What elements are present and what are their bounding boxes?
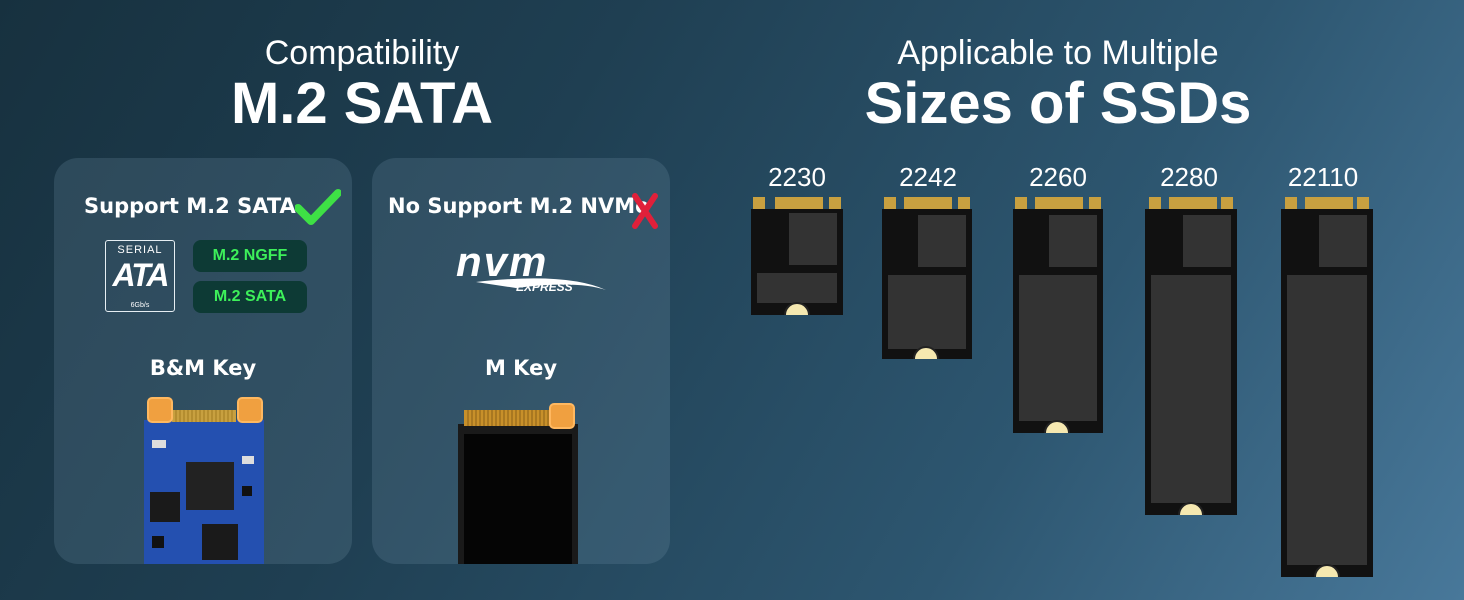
serial-ata-logo: SERIAL ATA 6Gb/s: [105, 240, 175, 312]
ssd-2280-image: [1145, 197, 1237, 516]
sata-badge: M.2 SATA: [193, 281, 307, 313]
ssd-2242-image: [882, 197, 972, 360]
nvme-panel-title: No Support M.2 NVMe: [388, 194, 650, 218]
ssd-size-2280-label: 2280: [1160, 162, 1218, 192]
nvm-logo-text: nvm: [456, 238, 549, 285]
nvm-express-text: EXPRESS: [516, 280, 573, 294]
ssd-22110-image: [1281, 197, 1373, 578]
bm-key-ssd-image: [144, 397, 264, 564]
compatibility-title: M.2 SATA: [230, 71, 494, 136]
ngff-badge: M.2 NGFF: [193, 240, 307, 272]
sizes-title: Sizes of SSDs: [864, 71, 1252, 136]
nvm-express-logo: nvm EXPRESS: [456, 238, 616, 302]
ssd-2230-image: [751, 197, 843, 316]
ssd-size-22110-label: 22110: [1287, 162, 1359, 192]
ssd-size-2242-label: 2242: [899, 162, 957, 192]
sizes-subtitle: Applicable to Multiple: [897, 34, 1219, 72]
m-key-ssd-image: [458, 403, 578, 564]
ssd-size-2230-label: 2230: [768, 162, 826, 192]
ssd-size-2260-label: 2260: [1029, 162, 1087, 192]
x-mark-icon: [632, 193, 658, 229]
ssd-2260-image: [1013, 197, 1103, 434]
sata-panel-title: Support M.2 SATA: [84, 194, 296, 218]
nvme-panel: No Support M.2 NVMe nvm EXPRESS M Key: [372, 158, 670, 564]
m-key-label: M Key: [484, 356, 558, 380]
sata-logo-top-text: SERIAL: [117, 244, 163, 256]
bm-key-label: B&M Key: [149, 356, 257, 380]
nvm-swoosh-icon: [476, 278, 606, 290]
compatibility-subtitle: Compatibility: [264, 34, 460, 72]
checkmark-icon: [295, 189, 341, 225]
sata-support-panel: Support M.2 SATA SERIAL ATA 6Gb/s M.2 NG…: [54, 158, 352, 564]
sata-logo-main-text: ATA: [112, 257, 169, 293]
sata-logo-bottom-text: 6Gb/s: [130, 302, 150, 309]
